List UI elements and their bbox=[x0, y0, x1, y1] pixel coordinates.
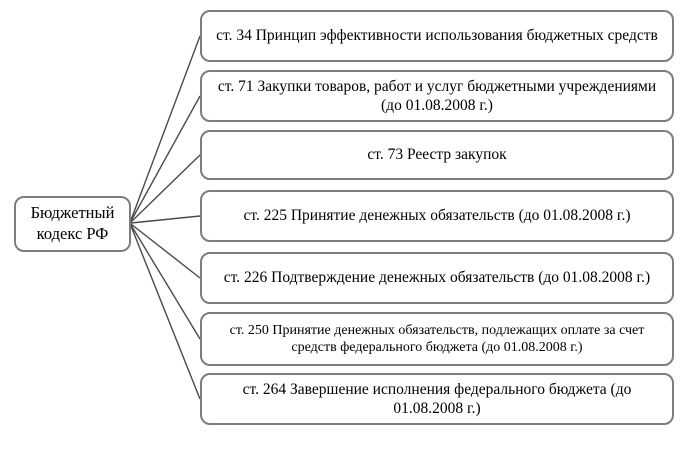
article-label: ст. 73 Реестр закупок bbox=[367, 146, 507, 164]
article-box-264: ст. 264 Завершение исполнения федерально… bbox=[200, 373, 674, 425]
article-label: ст. 250 Принятие денежных обязательств, … bbox=[229, 322, 645, 356]
article-label: ст. 34 Принцип эффективности использован… bbox=[216, 27, 658, 45]
article-label: ст. 225 Принятие денежных обязательств (… bbox=[243, 207, 631, 225]
article-label: ст. 264 Завершение исполнения федерально… bbox=[242, 380, 632, 417]
article-box-226: ст. 226 Подтверждение денежных обязатель… bbox=[200, 252, 674, 304]
root-node-budget-code: Бюджетный кодекс РФ bbox=[14, 196, 131, 252]
article-box-73: ст. 73 Реестр закупок bbox=[200, 130, 674, 180]
article-box-250: ст. 250 Принятие денежных обязательств, … bbox=[200, 312, 674, 366]
article-box-71: ст. 71 Закупки товаров, работ и услуг бю… bbox=[200, 70, 674, 122]
root-node-label: Бюджетный кодекс РФ bbox=[30, 203, 115, 243]
article-label: ст. 71 Закупки товаров, работ и услуг бю… bbox=[217, 77, 657, 114]
article-box-34: ст. 34 Принцип эффективности использован… bbox=[200, 10, 674, 62]
article-label: ст. 226 Подтверждение денежных обязатель… bbox=[223, 269, 651, 287]
article-box-225: ст. 225 Принятие денежных обязательств (… bbox=[200, 190, 674, 242]
